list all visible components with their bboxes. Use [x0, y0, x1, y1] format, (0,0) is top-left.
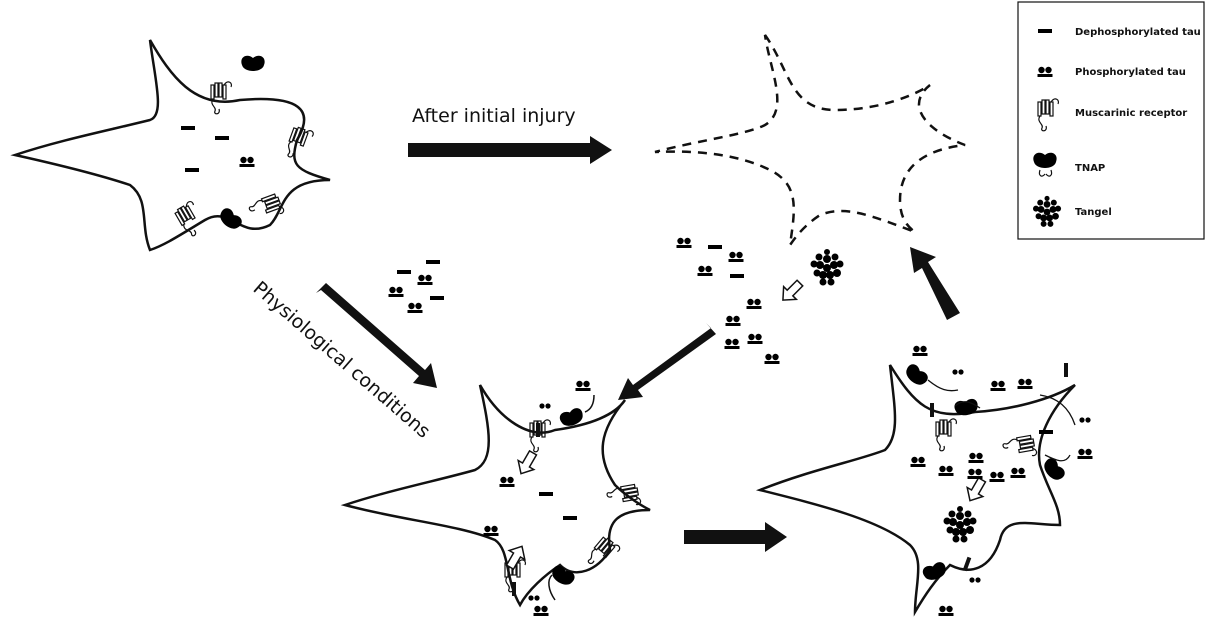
- dephosphorylated-tau-icon: [181, 126, 195, 130]
- muscarinic-receptor-icon: [284, 125, 314, 162]
- legend-label: Tangel: [1075, 207, 1112, 218]
- muscarinic-receptor-icon: [211, 82, 231, 114]
- dephosphorylated-tau-icon: [185, 168, 199, 172]
- phosphorylated-tau-icon: [698, 266, 713, 276]
- dephosphorylated-tau-icon: [426, 260, 440, 264]
- arrow-physiological: Physiological conditions: [249, 277, 437, 442]
- phosphorylated-tau-icon: [968, 469, 983, 479]
- muscarinic-receptor-icon: [936, 419, 956, 451]
- tnap-icon: [903, 362, 931, 389]
- legend-label: Phosphorylated tau: [1075, 67, 1186, 78]
- tnap-icon: [921, 560, 948, 582]
- muscarinic-receptor-icon: [248, 193, 285, 223]
- phosphorylated-tau-icon: [1078, 449, 1093, 459]
- phosphorylated-tau-icon: [418, 275, 433, 285]
- dephosphorylated-tau-icon: [512, 582, 516, 596]
- legend-label: Dephosphorylated tau: [1075, 27, 1201, 38]
- dephosphorylated-tau-icon: [430, 296, 444, 300]
- phosphorylated-tau-icon: [500, 477, 515, 487]
- phosphorylated-tau-icon: [1018, 379, 1033, 389]
- phosphorylated-tau-icon: [484, 526, 499, 536]
- arrow-tau-uptake: [618, 323, 716, 400]
- phosphorylated-tau-icon: [991, 381, 1006, 391]
- released-tau-cluster: [677, 238, 844, 364]
- phosphorylated-tau-icon: [725, 339, 740, 349]
- muscarinic-receptor-icon: [174, 200, 208, 238]
- tangle-icon: [811, 249, 844, 286]
- dephosphorylated-tau-icon: [1038, 29, 1052, 33]
- cell-membrane: [760, 365, 1075, 612]
- phosphorylated-tau-icon: [240, 157, 255, 167]
- cell-membrane: [15, 40, 330, 250]
- phosphorylated-tau-icon: [726, 316, 741, 326]
- arrow-label-after-injury: After initial injury: [412, 105, 576, 127]
- phosphorylated-tau-icon: [576, 381, 591, 391]
- cell-membrane: [345, 385, 650, 605]
- hollow-arrow-icon: [513, 448, 541, 478]
- extracellular-tau-left: [389, 260, 445, 313]
- tangle-icon: [944, 506, 977, 543]
- phosphorylated-tau-icon: [939, 606, 954, 616]
- dephosphorylated-tau-icon: [930, 403, 934, 417]
- phosphorylated-tau-icon: [1011, 468, 1026, 478]
- muscarinic-receptor-icon: [585, 535, 621, 573]
- phosphorylated-tau-icon: [747, 299, 762, 309]
- dephosphorylated-tau-icon: [730, 274, 744, 278]
- arrow-to-cell-death: [910, 247, 960, 320]
- arrow-after-injury: After initial injury: [408, 105, 612, 164]
- phosphorylated-tau-icon: [534, 606, 549, 616]
- phosphorylated-tau-icon: [389, 287, 404, 297]
- phosphorylated-tau-icon: [677, 238, 692, 248]
- legend: Dephosphorylated tau Phosphorylated tau …: [1018, 2, 1204, 239]
- tnap-icon: [241, 56, 264, 71]
- dephosphorylated-tau-icon: [708, 245, 722, 249]
- tnap-icon: [1033, 153, 1056, 168]
- dephosphorylated-tau-icon: [1039, 430, 1053, 434]
- phosphorylated-tau-icon: [748, 334, 763, 344]
- muscarinic-receptor-icon: [530, 420, 550, 452]
- dephosphorylated-tau-icon: [1064, 363, 1068, 377]
- legend-label: Muscarinic receptor: [1075, 108, 1187, 119]
- dephosphorylated-tau-icon: [215, 136, 229, 140]
- phosphorylated-tau-icon: [969, 577, 980, 582]
- phosphorylated-tau-icon: [952, 369, 963, 374]
- neuron-healthy-top: [15, 40, 330, 250]
- phosphorylated-tau-icon: [765, 354, 780, 364]
- muscarinic-receptor-icon: [1002, 435, 1037, 461]
- dephosphorylated-tau-icon: [563, 516, 577, 520]
- phosphorylated-tau-icon: [939, 466, 954, 476]
- phosphorylated-tau-icon: [539, 403, 550, 408]
- phosphorylated-tau-icon: [990, 472, 1005, 482]
- phosphorylated-tau-icon: [528, 595, 539, 600]
- muscarinic-receptor-icon: [606, 484, 641, 510]
- neuron-dead-dashed: [655, 35, 965, 245]
- neuron-bottom-right: [760, 346, 1093, 616]
- legend-label: TNAP: [1075, 163, 1105, 174]
- phosphorylated-tau-icon: [913, 346, 928, 356]
- tnap-icon: [217, 206, 245, 233]
- hollow-arrow-icon: [777, 277, 807, 307]
- hollow-arrow-icon: [962, 475, 990, 505]
- phosphorylated-tau-icon: [911, 457, 926, 467]
- phosphorylated-tau-icon: [408, 303, 423, 313]
- phosphorylated-tau-icon: [1079, 417, 1090, 422]
- arrow-progression: [684, 522, 787, 552]
- phosphorylated-tau-icon: [729, 252, 744, 262]
- dephosphorylated-tau-icon: [397, 270, 411, 274]
- phosphorylated-tau-icon: [969, 453, 984, 463]
- cell-membrane-dashed: [655, 35, 965, 245]
- dephosphorylated-tau-icon: [539, 492, 553, 496]
